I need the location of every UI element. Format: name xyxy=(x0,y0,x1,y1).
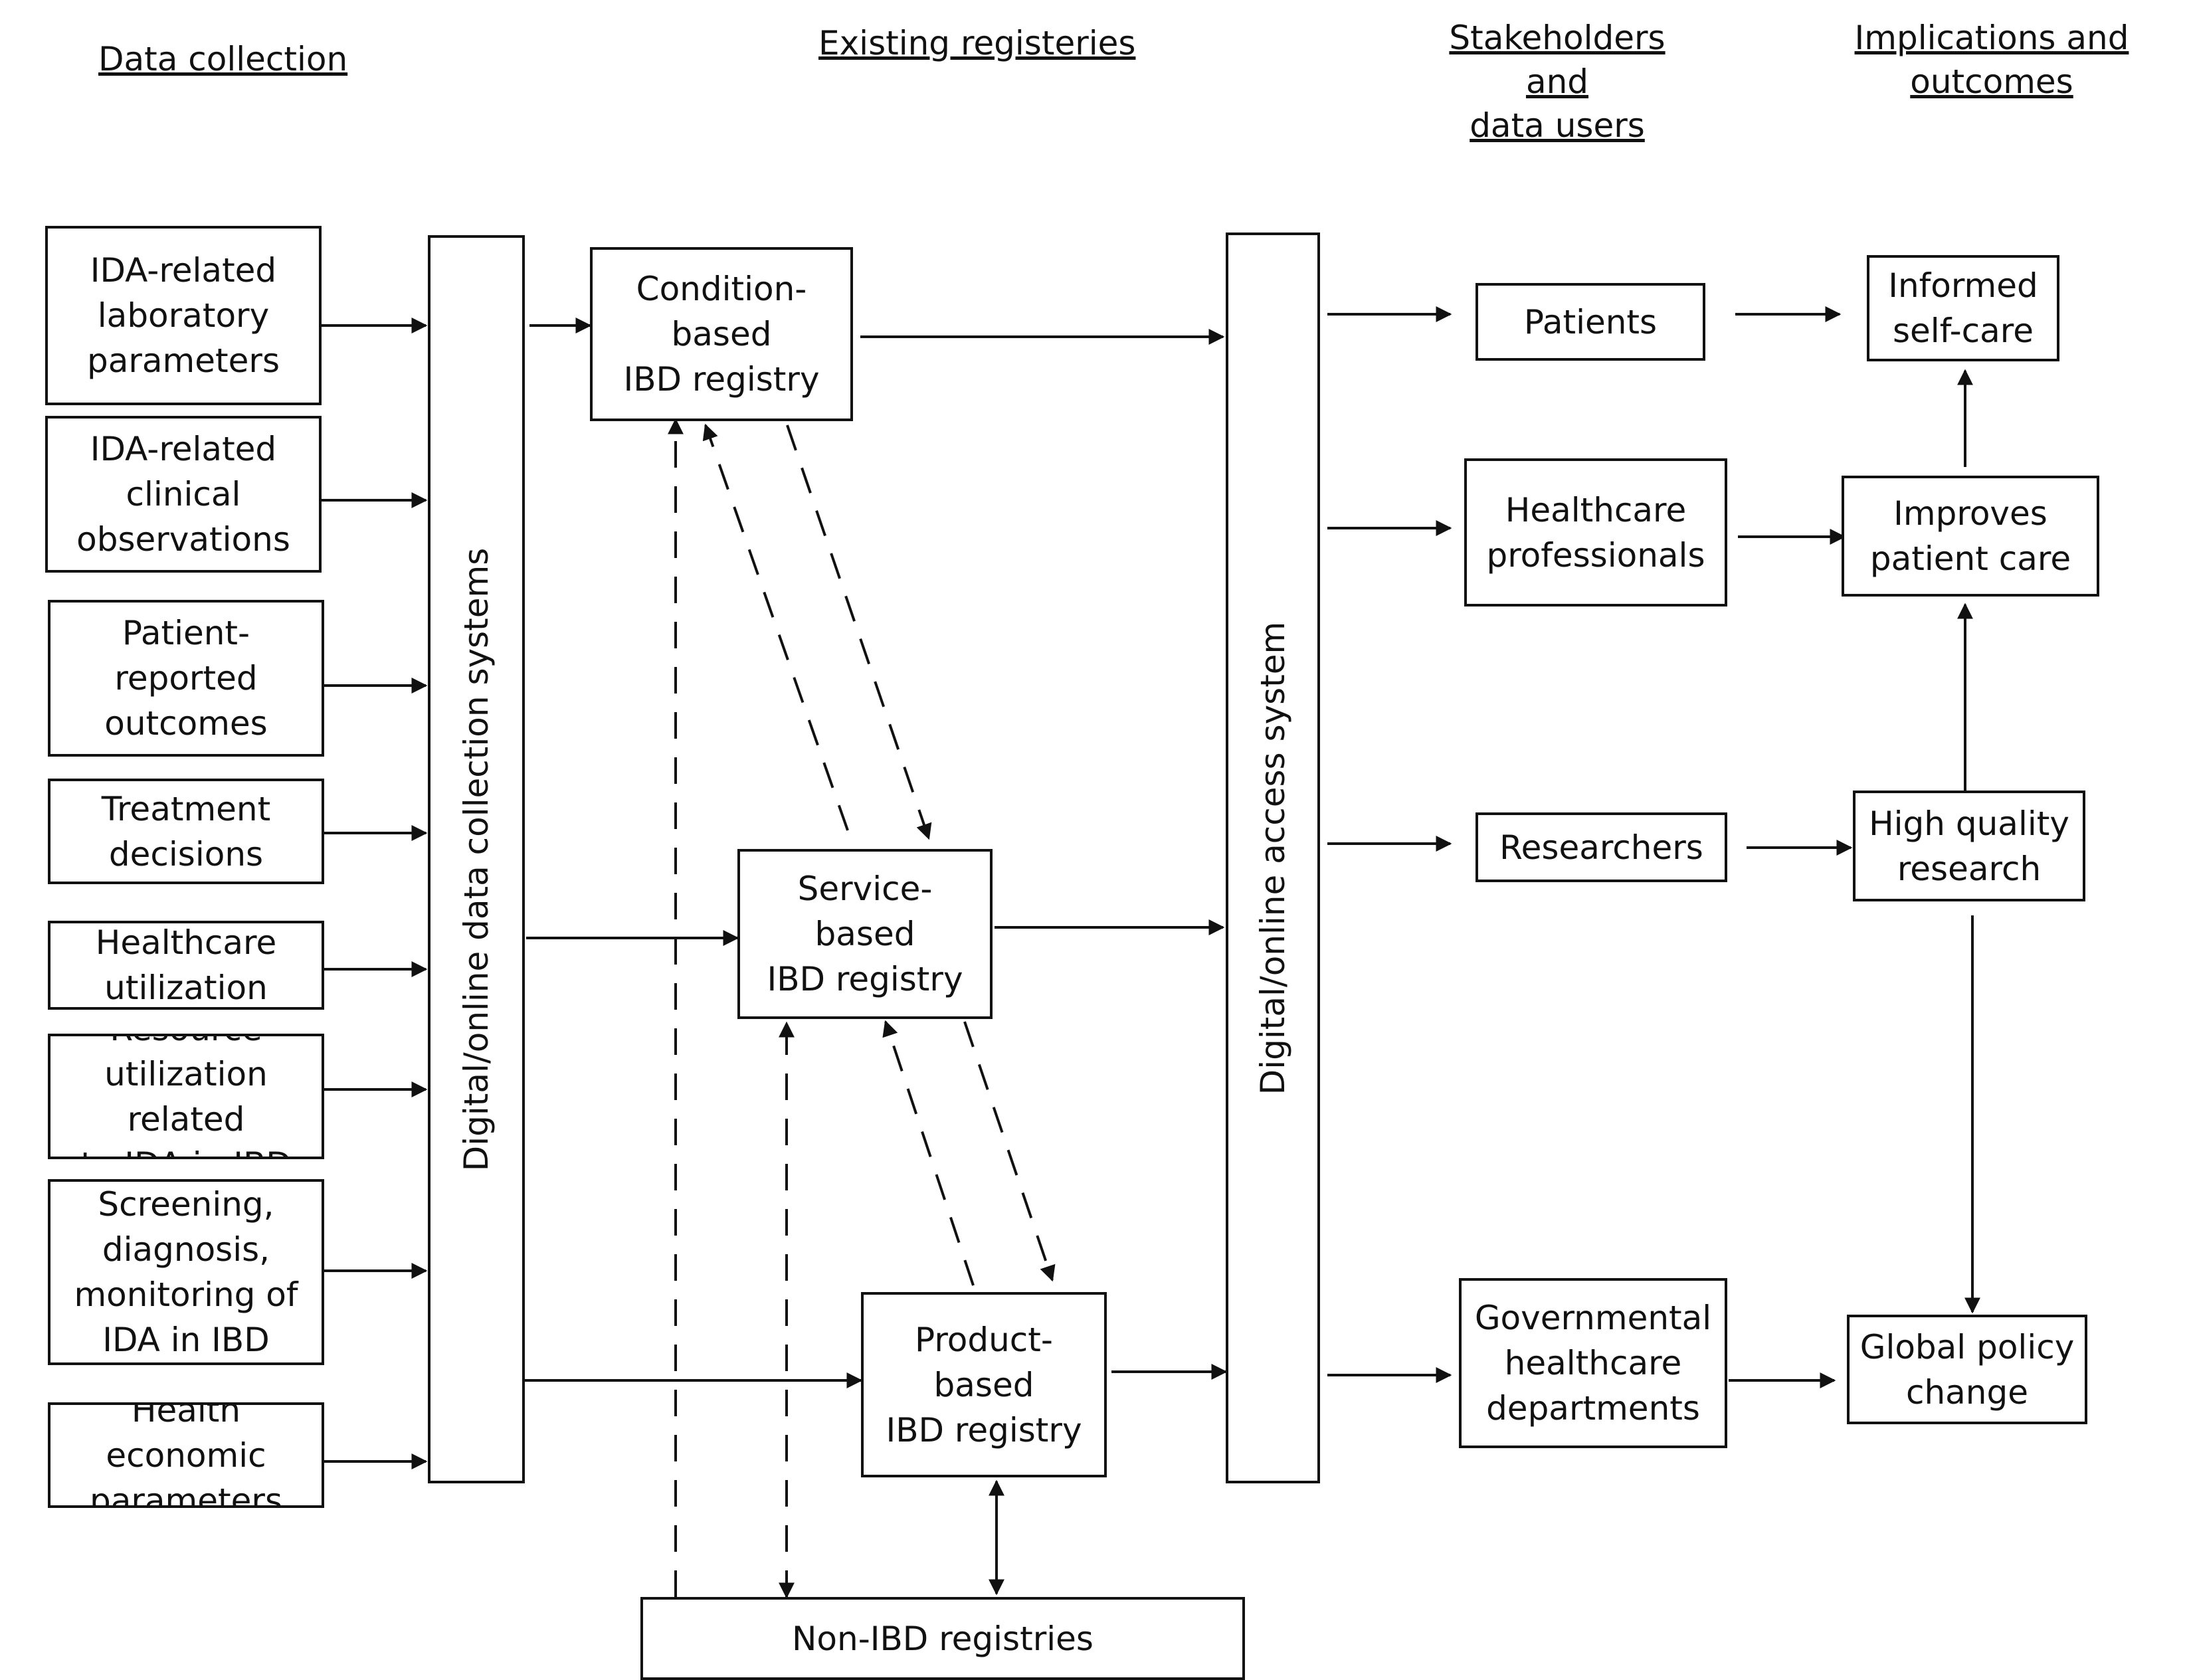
informed-self-care-box: Informed self-care xyxy=(1867,255,2059,361)
governmental-departments-box: Governmental healthcare departments xyxy=(1459,1278,1727,1448)
input-box-1: IDA-related laboratory parameters xyxy=(45,226,322,405)
improves-patient-care-box: Improves patient care xyxy=(1842,476,2099,597)
input-box-8: Health economic parameters xyxy=(48,1402,324,1508)
header-data-collection: Data collection xyxy=(98,40,348,78)
non-ibd-registries-box: Non-IBD registries xyxy=(640,1597,1245,1680)
input-box-6: Resource utilization related to IDA in I… xyxy=(48,1034,324,1159)
dashed-product-to-service xyxy=(882,1020,975,1286)
global-policy-change-box: Global policy change xyxy=(1847,1315,2087,1424)
collection-system-label: Digital/online data collection systems xyxy=(457,547,496,1171)
dashed-condition-to-service xyxy=(786,424,932,840)
high-quality-research-box: High quality research xyxy=(1853,791,2085,901)
researchers-box: Researchers xyxy=(1475,812,1727,882)
input-box-3: Patient- reported outcomes xyxy=(48,600,324,757)
input-box-2: IDA-related clinical observations xyxy=(45,416,322,573)
input-box-5: Healthcare utilization xyxy=(48,921,324,1010)
service-registry-box: Service- based IBD registry xyxy=(737,849,993,1019)
collection-system-bar: Digital/online data collection systems xyxy=(428,235,525,1483)
input-box-4: Treatment decisions xyxy=(48,779,324,884)
header-existing-registries: Existing registeries xyxy=(818,24,1136,62)
access-system-bar: Digital/online access system xyxy=(1226,233,1320,1483)
patients-box: Patients xyxy=(1475,283,1705,361)
healthcare-professionals-box: Healthcare professionals xyxy=(1464,458,1727,607)
input-box-7: Screening, diagnosis, monitoring of IDA … xyxy=(48,1179,324,1365)
header-implications: Implications and outcomes xyxy=(1854,19,2129,101)
access-system-label: Digital/online access system xyxy=(1254,621,1292,1095)
product-registry-box: Product- based IBD registry xyxy=(861,1292,1107,1477)
dashed-service-to-condition xyxy=(702,423,849,831)
dashed-service-to-product xyxy=(963,1021,1056,1282)
condition-registry-box: Condition- based IBD registry xyxy=(590,247,853,421)
header-stakeholders: Stakeholders and data users xyxy=(1449,19,1666,145)
